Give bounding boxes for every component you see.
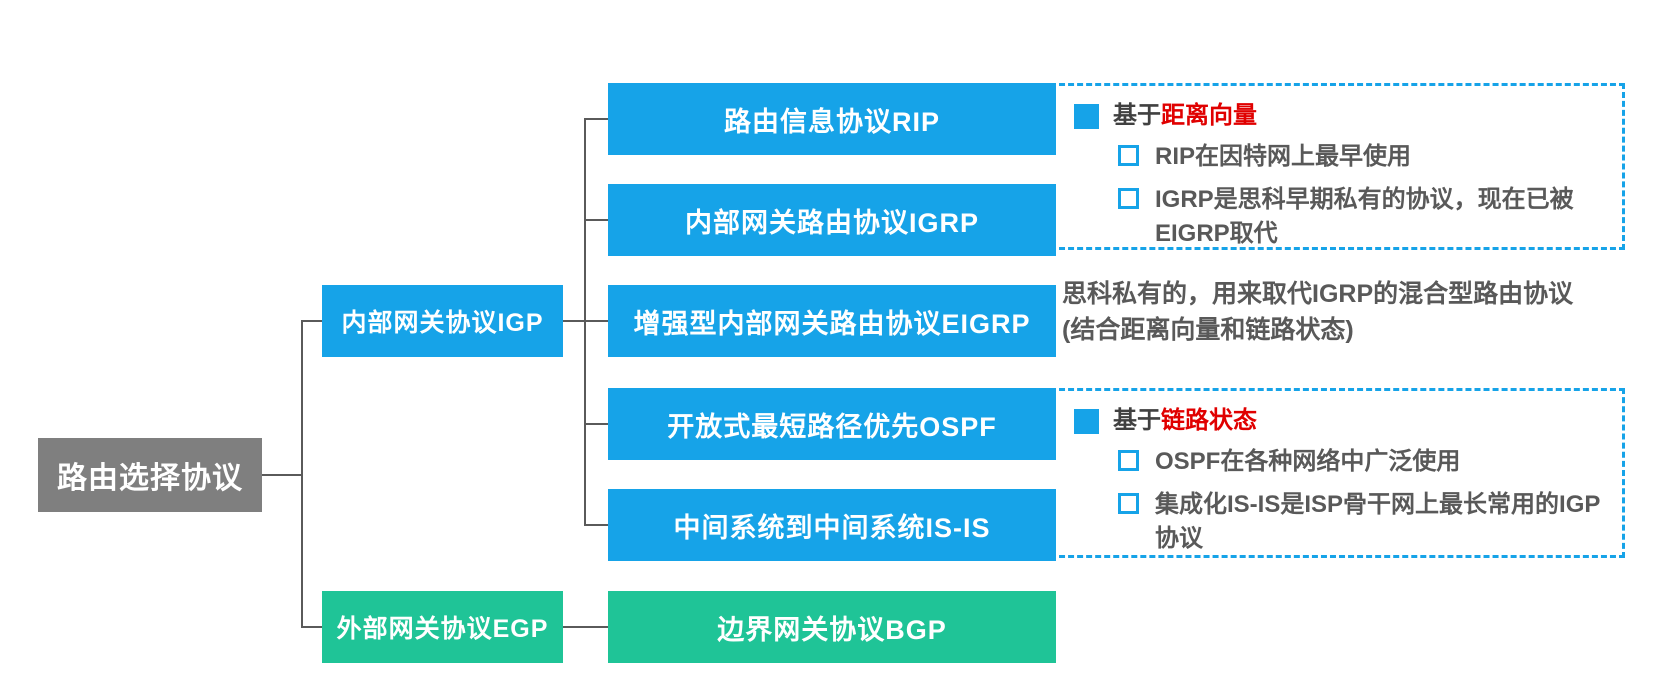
node-rip: 路由信息协议RIP [608,83,1056,155]
note-distance-vector: 基于距离向量 RIP在因特网上最早使用 IGRP是思科早期私有的协议，现在已被E… [1050,83,1625,250]
node-bgp-label: 边界网关协议BGP [717,614,947,645]
node-ospf: 开放式最短路径优先OSPF [608,388,1056,460]
note-eigrp-line2: (结合距离向量和链路状态) [1062,316,1354,344]
root-node-routing-protocols: 路由选择协议 [38,438,262,512]
note-bullet: OSPF在各种网络中广泛使用 [1118,445,1612,479]
outline-square-bullet-icon [1118,493,1139,514]
connector-line [262,474,303,476]
connector-line [584,320,608,322]
connector-line [563,320,586,322]
node-isis: 中间系统到中间系统IS-IS [608,489,1056,561]
bullet-text: 集成化IS-IS是ISP骨干网上最长常用的IGP协议 [1155,491,1601,552]
note-header-text: 基于链路状态 [1113,406,1257,436]
connector-line [584,118,608,120]
connector-line [584,118,586,526]
node-igp: 内部网关协议IGP [322,285,563,357]
connector-line [301,320,303,628]
node-rip-label: 路由信息协议RIP [723,106,940,137]
note-header-prefix: 基于 [1113,407,1161,434]
connector-line [584,423,608,425]
outline-square-bullet-icon [1118,188,1139,209]
node-igrp: 内部网关路由协议IGRP [608,184,1056,256]
bullet-text: RIP在因特网上最早使用 [1155,143,1412,170]
note-bullet: 集成化IS-IS是ISP骨干网上最长常用的IGP协议 [1118,488,1612,556]
connector-line [584,219,608,221]
note-header: 基于链路状态 [1074,406,1612,436]
bullet-text: IGRP是思科早期私有的协议，现在已被EIGRP取代 [1155,186,1574,247]
note-header: 基于距离向量 [1074,101,1612,131]
note-header-text: 基于距离向量 [1113,101,1257,131]
node-eigrp: 增强型内部网关路由协议EIGRP [608,285,1056,357]
connector-line [584,524,608,526]
connector-line [301,626,324,628]
node-igrp-label: 内部网关路由协议IGRP [684,207,979,238]
outline-square-bullet-icon [1118,450,1139,471]
note-eigrp-line1: 思科私有的，用来取代IGRP的混合型路由协议 [1062,280,1574,308]
root-node-label: 路由选择协议 [57,462,243,495]
connector-line [563,626,608,628]
node-igp-label: 内部网关协议IGP [341,309,544,337]
node-eigrp-label: 增强型内部网关路由协议EIGRP [633,308,1031,339]
node-bgp: 边界网关协议BGP [608,591,1056,663]
outline-square-bullet-icon [1118,145,1139,166]
note-header-highlight: 距离向量 [1161,102,1257,129]
filled-square-bullet-icon [1074,103,1099,129]
note-header-highlight: 链路状态 [1161,407,1257,434]
note-bullet: IGRP是思科早期私有的协议，现在已被EIGRP取代 [1118,183,1612,251]
note-eigrp: 思科私有的，用来取代IGRP的混合型路由协议 (结合距离向量和链路状态) [1062,276,1628,348]
filled-square-bullet-icon [1074,408,1099,434]
node-egp-label: 外部网关协议EGP [336,615,549,643]
node-ospf-label: 开放式最短路径优先OSPF [667,411,997,442]
connector-line [301,320,324,322]
node-isis-label: 中间系统到中间系统IS-IS [673,512,991,543]
note-link-state: 基于链路状态 OSPF在各种网络中广泛使用 集成化IS-IS是ISP骨干网上最长… [1050,388,1625,558]
bullet-text: OSPF在各种网络中广泛使用 [1155,448,1461,475]
node-egp: 外部网关协议EGP [322,591,563,663]
note-bullet: RIP在因特网上最早使用 [1118,140,1612,174]
note-header-prefix: 基于 [1113,102,1161,129]
